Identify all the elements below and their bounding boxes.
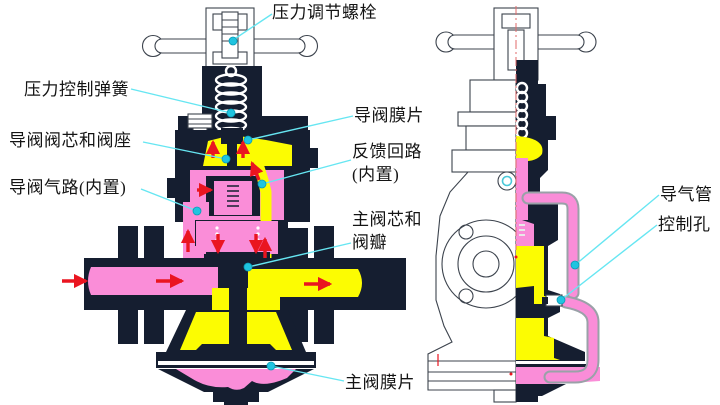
anchor-dot	[226, 108, 236, 118]
label-feedback-loop: 反馈回路 (内置)	[352, 140, 422, 186]
label-main-diaphragm: 主阀膜片	[345, 371, 415, 394]
bolt-hole	[458, 288, 474, 304]
anchor-dot	[556, 295, 566, 305]
pilot-stem	[227, 144, 237, 174]
label-text: 压力调节螺栓	[272, 3, 377, 22]
anchor-dot	[266, 361, 276, 371]
label-pressure-control-spring: 压力控制弹簧	[24, 78, 129, 101]
label-text: 压力控制弹簧	[24, 80, 129, 99]
label-pilot-core-and-seat: 导阀阀芯和阀座	[9, 129, 132, 152]
label-pilot-air-path: 导阀气路(内置)	[9, 176, 126, 199]
anchor-dot	[257, 179, 267, 189]
anchor-dot	[221, 154, 231, 164]
label-air-tube: 导气管	[660, 183, 713, 206]
internal-passages	[516, 158, 560, 360]
label-text: 控制孔	[658, 215, 711, 234]
anchor-dot	[570, 260, 580, 270]
side-port	[497, 171, 517, 191]
anchor-dot	[243, 262, 253, 272]
label-text: 导气管	[660, 185, 713, 204]
main-diaphragm	[158, 361, 314, 365]
handwheel	[141, 7, 319, 71]
label-pilot-diaphragm: 导阀膜片	[354, 104, 424, 127]
label-control-hole: 控制孔	[658, 213, 711, 236]
main-diaphragm-assembly	[156, 262, 316, 405]
label-text: 导阀阀芯和阀座	[9, 131, 132, 150]
label-text: 主阀芯和	[352, 210, 422, 229]
leader-lines	[130, 13, 660, 382]
flow-arrow	[250, 161, 264, 181]
adjusting-bolt	[221, 11, 239, 59]
air-tube	[521, 191, 600, 384]
label-main-core-and-disc: 主阀芯和 阀瓣	[352, 208, 422, 254]
lower-chamber	[176, 369, 296, 390]
bolt-hole	[458, 224, 474, 240]
main-valve-stem	[229, 262, 247, 350]
body-outline	[427, 79, 531, 403]
right-valve-section	[427, 6, 600, 403]
label-text: 反馈回路	[352, 142, 422, 161]
label-text: 导阀气路(内置)	[9, 178, 127, 197]
anchor-dot	[192, 206, 202, 216]
anchor-dot	[228, 36, 238, 46]
spring-section	[515, 81, 529, 140]
label-text: 导阀膜片	[354, 106, 424, 125]
pipe-flanges	[118, 226, 334, 344]
label-text: 阀瓣	[352, 233, 387, 252]
inlet-flow	[88, 267, 218, 295]
label-text: 主阀膜片	[345, 373, 415, 392]
main-diaphragm-side	[516, 361, 588, 364]
anchor-dot	[243, 135, 253, 145]
label-text: (内置)	[352, 165, 400, 184]
pilot-chamber-side	[516, 136, 543, 162]
label-pressure-adjust-bolt: 压力调节螺栓	[272, 1, 377, 24]
spring-seat	[221, 128, 243, 144]
left-valve-section	[84, 7, 406, 405]
flow-arrows	[62, 139, 333, 292]
